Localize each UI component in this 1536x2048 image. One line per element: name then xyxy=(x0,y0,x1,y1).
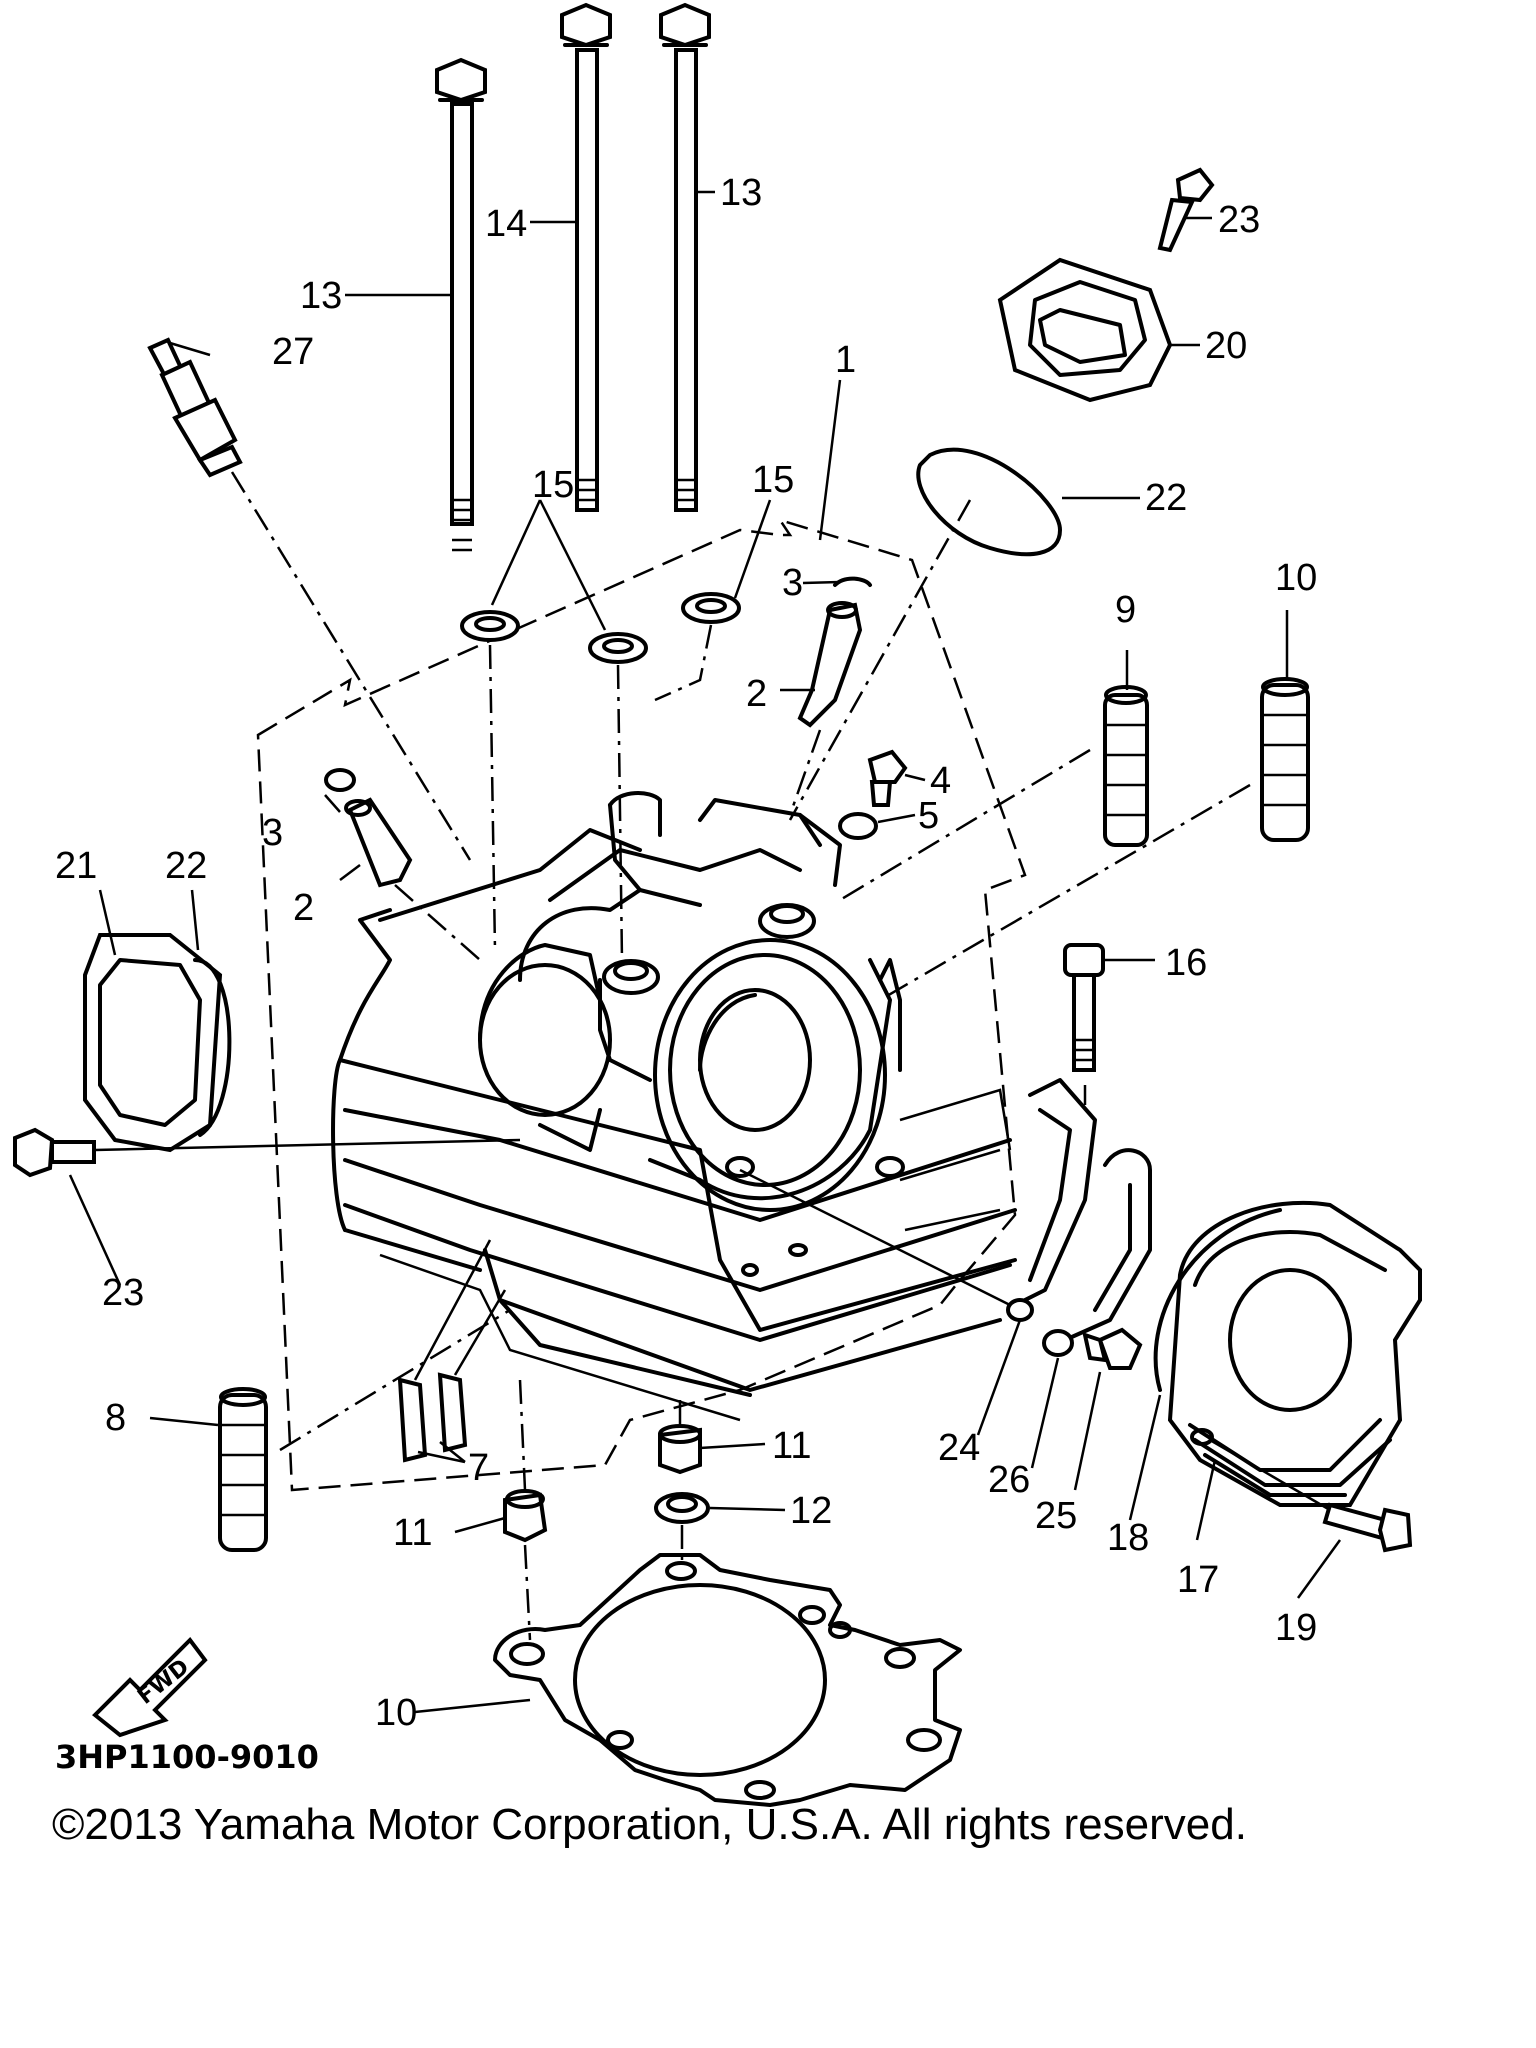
callout-15-right: 15 xyxy=(752,459,794,501)
circlip-upper xyxy=(833,576,872,587)
callout-13-left: 13 xyxy=(300,275,342,317)
breather-hose xyxy=(1006,1078,1097,1322)
leader-lines xyxy=(68,190,1342,1714)
callout-23-top: 23 xyxy=(1218,199,1260,241)
callout-22-left: 22 xyxy=(165,845,207,887)
head-bolt-center xyxy=(560,2,612,512)
valve-guide-upper xyxy=(797,601,863,728)
callout-6: 7 xyxy=(468,1447,489,1489)
forward-arrow: FWD xyxy=(92,1636,208,1738)
dowel-8 xyxy=(1103,685,1149,847)
head-gasket xyxy=(493,1553,962,1807)
callout-11-left: 11 xyxy=(393,1512,432,1554)
callout-13-right: 13 xyxy=(720,172,762,214)
callout-16: 16 xyxy=(1165,942,1207,984)
callouts: 13 14 13 27 1 23 20 22 15 15 3 2 4 5 9 1… xyxy=(55,172,1317,1734)
dowel-9 xyxy=(1260,677,1310,842)
dowel-11-left xyxy=(503,1489,548,1543)
cylinder-head xyxy=(331,791,1017,1422)
callout-14: 14 xyxy=(485,203,527,245)
callout-1: 1 xyxy=(835,339,856,381)
tappet-cover-upper xyxy=(997,257,1173,403)
callout-19: 19 xyxy=(1275,1607,1317,1649)
studs-6 xyxy=(397,1372,468,1463)
callout-26: 26 xyxy=(988,1459,1030,1501)
callout-21: 21 xyxy=(55,845,97,887)
bolt-19 xyxy=(1322,1502,1413,1553)
valve-guide-lower xyxy=(344,797,413,888)
dowel-11-right xyxy=(658,1424,702,1475)
washer-15 xyxy=(460,592,741,664)
side-cover-gasket xyxy=(1153,1208,1282,1392)
copyright-notice: ©2013 Yamaha Motor Corporation, U.S.A. A… xyxy=(52,1800,1247,1849)
callout-18: 18 xyxy=(1107,1517,1149,1559)
spark-plug xyxy=(147,337,243,478)
callout-25: 25 xyxy=(1035,1495,1077,1537)
callout-2-lower: 2 xyxy=(293,887,314,929)
callout-12: 12 xyxy=(790,1490,832,1532)
callout-11-right: 11 xyxy=(772,1425,811,1467)
tappet-cover-left xyxy=(83,933,223,1153)
tappet-cover-gasket-left xyxy=(193,958,232,1137)
callout-24: 24 xyxy=(938,1427,980,1469)
cam-cover-gasket-top xyxy=(916,447,1062,557)
callout-17: 17 xyxy=(1177,1559,1219,1601)
callout-4: 4 xyxy=(930,760,951,802)
breather-pipe xyxy=(1042,1148,1152,1357)
circlip-lower xyxy=(324,768,356,792)
head-bolt-right xyxy=(659,2,711,512)
bolt-16 xyxy=(1063,943,1105,1072)
dowel-7 xyxy=(218,1387,268,1552)
callout-3-lower: 3 xyxy=(262,812,283,854)
bolt-23-left xyxy=(13,1127,96,1178)
callout-22-top: 22 xyxy=(1145,477,1187,519)
callout-15-left: 15 xyxy=(532,464,574,506)
washer-5 xyxy=(838,812,878,840)
bolt-23-top xyxy=(1157,167,1215,253)
bolt-4 xyxy=(867,749,908,807)
callout-10: 10 xyxy=(375,1692,417,1734)
callout-8: 9 xyxy=(1115,589,1136,631)
callout-2-upper: 2 xyxy=(746,673,767,715)
callout-23-left: 23 xyxy=(102,1272,144,1314)
bolt-25 xyxy=(1082,1327,1143,1370)
callout-5: 5 xyxy=(918,795,939,837)
callout-27: 27 xyxy=(272,331,314,373)
oil-seal-12 xyxy=(654,1492,710,1524)
assembly-boundary xyxy=(256,517,1027,1492)
callout-20: 20 xyxy=(1205,325,1247,367)
callout-3-upper: 3 xyxy=(782,562,803,604)
diagram-code: 3HP1100-9010 xyxy=(55,1738,319,1776)
head-bolt-left xyxy=(435,57,487,552)
callout-7: 8 xyxy=(105,1397,126,1439)
callout-9: 10 xyxy=(1275,557,1317,599)
